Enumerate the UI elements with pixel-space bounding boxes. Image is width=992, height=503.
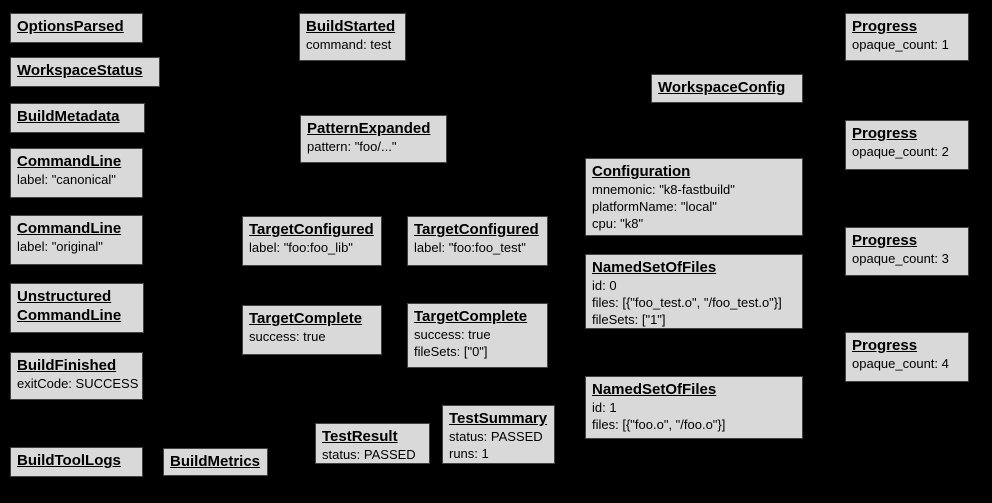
event-field: opaque_count: 1	[852, 37, 949, 52]
event-title: TestResult	[322, 428, 398, 445]
event-title: WorkspaceStatus	[17, 62, 143, 79]
event-field: fileSets: ["1"]	[592, 312, 666, 327]
event-title: OptionsParsed	[17, 18, 124, 35]
event-box-target-complete-test: TargetComplete success: true fileSets: […	[407, 303, 548, 368]
event-box-build-finished: BuildFinished exitCode: SUCCESS	[10, 352, 143, 400]
event-field: opaque_count: 2	[852, 144, 949, 159]
event-field: cpu: "k8"	[592, 216, 644, 231]
event-box-target-configured-foo-lib: TargetConfigured label: "foo:foo_lib"	[242, 216, 382, 266]
event-box-target-configured-foo-test: TargetConfigured label: "foo:foo_test"	[407, 216, 548, 266]
event-field: label: "foo:foo_test"	[414, 240, 526, 255]
event-title: PatternExpanded	[307, 120, 431, 137]
event-box-unstructured-command-line: Unstructured CommandLine	[10, 283, 144, 333]
event-title: BuildStarted	[306, 18, 396, 35]
event-title: Progress	[852, 18, 918, 35]
event-box-progress-4: Progress opaque_count: 4	[845, 332, 969, 382]
event-title: Progress	[852, 232, 918, 249]
event-box-named-set-of-files-1: NamedSetOfFiles id: 1 files: [{"foo.o", …	[585, 376, 803, 439]
event-field: label: "canonical"	[17, 172, 116, 187]
event-title: BuildFinished	[17, 357, 117, 374]
event-box-build-metrics: BuildMetrics	[163, 448, 268, 476]
event-box-workspace-status: WorkspaceStatus	[10, 57, 160, 87]
event-title: TargetComplete	[249, 310, 363, 327]
event-title: CommandLine	[17, 153, 122, 170]
event-field: mnemonic: "k8-fastbuild"	[592, 182, 735, 197]
event-field: id: 1	[592, 400, 617, 415]
event-field: fileSets: ["0"]	[414, 344, 488, 359]
event-field: label: "foo:foo_lib"	[249, 240, 353, 255]
event-field: pattern: "foo/..."	[307, 139, 397, 154]
event-field: files: [{"foo.o", "/foo.o"}]	[592, 417, 726, 432]
event-box-progress-2: Progress opaque_count: 2	[845, 120, 969, 170]
event-box-options-parsed: OptionsParsed	[10, 13, 143, 43]
event-box-test-result: TestResult status: PASSED	[315, 423, 430, 464]
event-title: BuildMetadata	[17, 108, 120, 125]
event-title: BuildMetrics	[170, 453, 261, 470]
event-box-command-line-canonical: CommandLine label: "canonical"	[10, 148, 143, 198]
event-title: Progress	[852, 125, 918, 142]
event-title: Progress	[852, 337, 918, 354]
event-title: Configuration	[592, 163, 691, 180]
event-title: CommandLine	[17, 220, 122, 237]
event-field: label: "original"	[17, 239, 103, 254]
event-title: TargetConfigured	[414, 221, 539, 238]
event-title: NamedSetOfFiles	[592, 259, 717, 276]
event-box-pattern-expanded: PatternExpanded pattern: "foo/..."	[300, 115, 447, 163]
event-box-progress-3: Progress opaque_count: 3	[845, 227, 969, 276]
event-field: opaque_count: 3	[852, 251, 949, 266]
event-field: files: [{"foo_test.o", "/foo_test.o"}]	[592, 295, 782, 310]
event-field: opaque_count: 4	[852, 356, 949, 371]
event-field: success: true	[249, 329, 326, 344]
event-box-progress-1: Progress opaque_count: 1	[845, 13, 969, 61]
event-box-build-metadata: BuildMetadata	[10, 103, 145, 133]
event-field: success: true	[414, 327, 491, 342]
event-field: exitCode: SUCCESS	[17, 376, 139, 391]
event-title: NamedSetOfFiles	[592, 381, 717, 398]
event-box-build-tool-logs: BuildToolLogs	[10, 447, 143, 477]
event-box-build-started: BuildStarted command: test	[299, 13, 406, 61]
event-field: status: PASSED	[322, 447, 416, 462]
event-box-workspace-config: WorkspaceConfig	[651, 74, 803, 103]
event-title: TargetComplete	[414, 308, 528, 325]
event-title: WorkspaceConfig	[658, 79, 786, 96]
event-box-target-complete-lib: TargetComplete success: true	[242, 305, 382, 355]
event-title: TargetConfigured	[249, 221, 374, 238]
event-title: BuildToolLogs	[17, 452, 121, 469]
event-field: id: 0	[592, 278, 617, 293]
event-field: command: test	[306, 37, 392, 52]
event-box-test-summary: TestSummary status: PASSED runs: 1	[442, 405, 555, 464]
event-title: TestSummary	[449, 410, 548, 427]
event-field: status: PASSED	[449, 429, 543, 444]
event-box-configuration: Configuration mnemonic: "k8-fastbuild" p…	[585, 158, 803, 236]
event-box-named-set-of-files-0: NamedSetOfFiles id: 0 files: [{"foo_test…	[585, 254, 803, 329]
event-field: platformName: "local"	[592, 199, 717, 214]
event-field: runs: 1	[449, 446, 489, 461]
event-box-command-line-original: CommandLine label: "original"	[10, 215, 143, 265]
event-title: Unstructured CommandLine	[17, 288, 122, 324]
